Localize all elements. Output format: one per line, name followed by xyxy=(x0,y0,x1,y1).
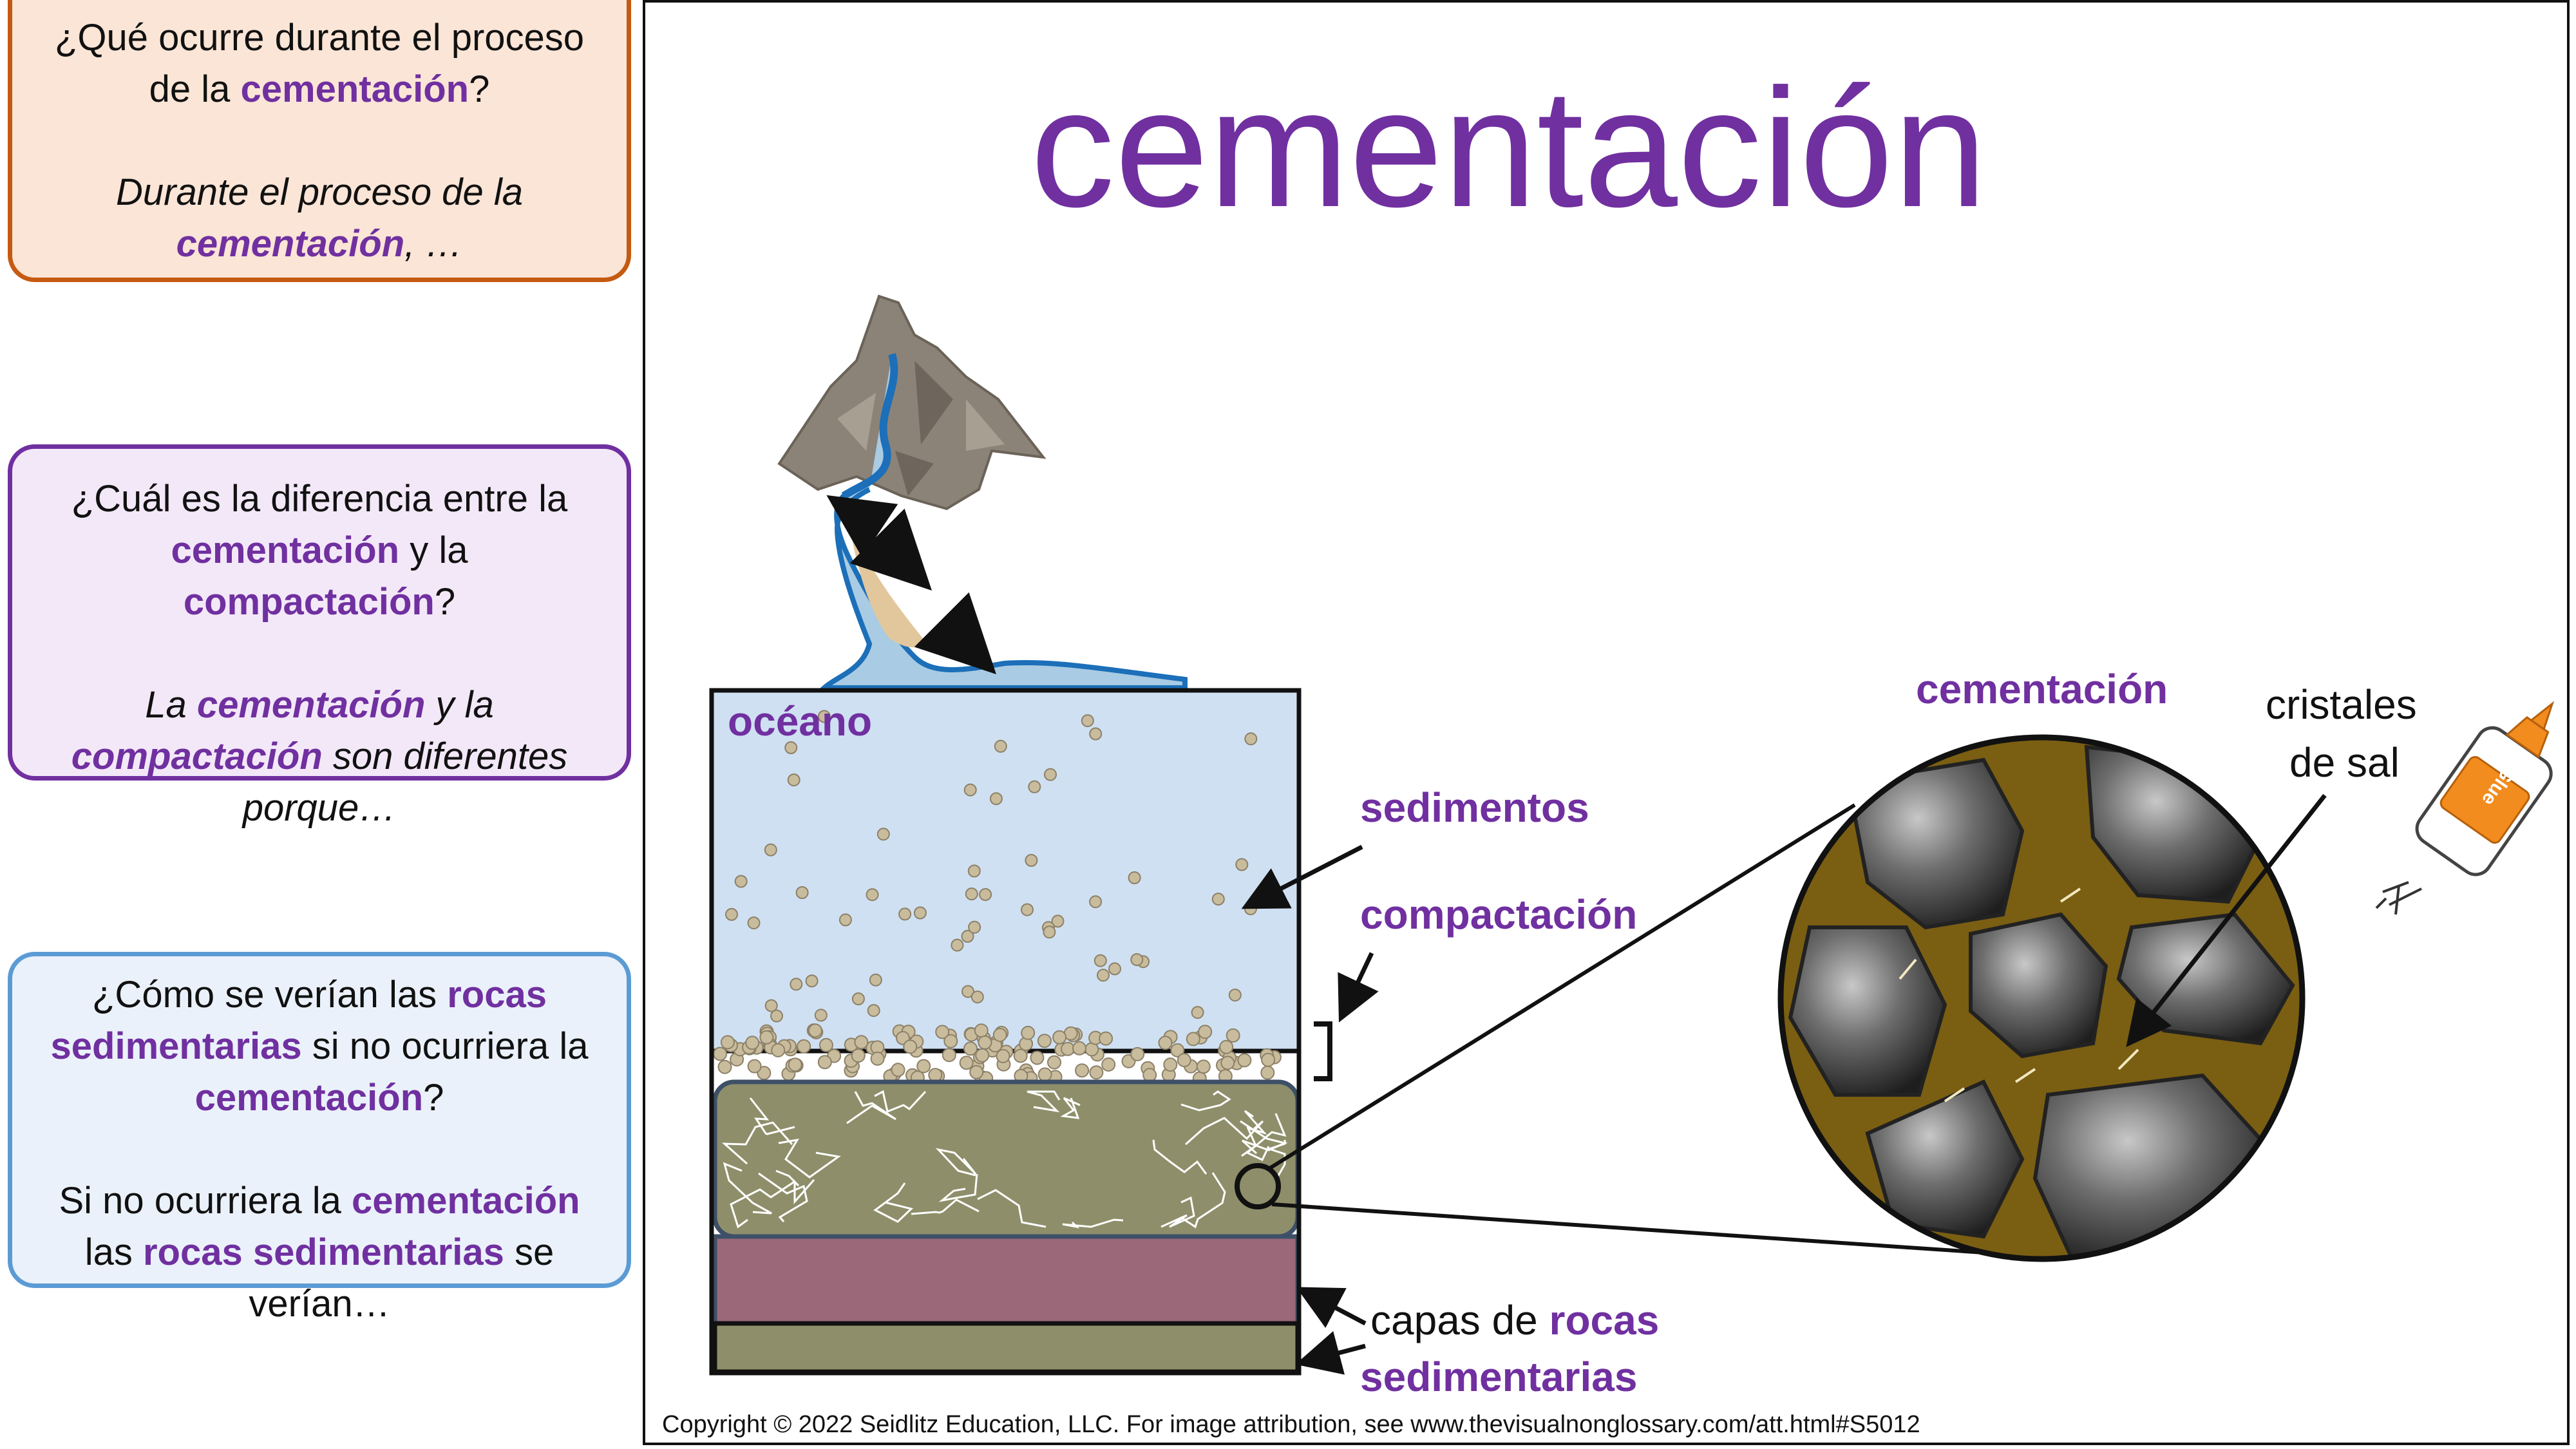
rock-layer-green xyxy=(712,1321,1300,1374)
question-box-without-cementation: ¿Cómo se verían las rocas sedimentarias … xyxy=(8,952,631,1325)
river-illustration xyxy=(817,353,1188,690)
glue-drip-marks xyxy=(2375,881,2422,915)
magnify-spot xyxy=(1235,1163,1281,1209)
sedimentary-layers-label-line2: sedimentarias xyxy=(1360,1354,1638,1400)
zoom-cementation-label: cementación xyxy=(1916,666,2168,712)
ocean-label: océano xyxy=(728,698,873,744)
question-text: ¿Cómo se verían las rocas sedimentarias … xyxy=(50,974,589,1119)
sedimentary-layers-label: capas de rocas xyxy=(1370,1297,1660,1343)
sediment-particles xyxy=(713,710,1282,1086)
sediments-label: sedimentos xyxy=(1360,784,1589,831)
question-box-difference: ¿Cuál es la diferencia entre la cementac… xyxy=(8,444,631,829)
question-text: ¿Qué ocurre durante el proceso de la cem… xyxy=(54,17,585,110)
copyright-notice: Copyright © 2022 Seidlitz Education, LLC… xyxy=(662,1411,1920,1438)
mountain-illustration xyxy=(777,294,1046,511)
salt-crystals-label-line2: de sal xyxy=(2289,739,2400,786)
compaction-pointer-arrow xyxy=(1338,952,1379,1023)
compaction-label: compactación xyxy=(1360,891,1638,938)
layer-pointer-arrow-2 xyxy=(1295,1331,1366,1375)
page-title: cementación xyxy=(1030,53,1987,242)
answer-starter-text: La cementación y la compactación son dif… xyxy=(71,684,568,829)
salt-crystals-label-line1: cristales xyxy=(2266,681,2417,728)
compacted-sediment-layer xyxy=(712,1079,1300,1239)
cementation-zoom-view xyxy=(1777,734,2306,1262)
answer-starter-text: Si no ocurriera la cementación las rocas… xyxy=(59,1180,580,1325)
compaction-bracket xyxy=(1314,1021,1332,1081)
question-text: ¿Cuál es la diferencia entre la cementac… xyxy=(71,478,568,623)
salt-crystal-pointer-arrow xyxy=(2126,793,2327,1047)
rock-layer-mauve xyxy=(712,1234,1300,1326)
answer-starter-text: Durante el proceso de la cementación, … xyxy=(116,171,523,265)
question-box-cementation-process: ¿Qué ocurre durante el proceso de la cem… xyxy=(8,0,631,282)
cement-lines xyxy=(721,1090,1288,1229)
sediment-pointer-arrow xyxy=(1241,844,1363,909)
glue-bottle-icon xyxy=(2415,701,2555,876)
layer-pointer-arrow-1 xyxy=(1296,1287,1367,1329)
